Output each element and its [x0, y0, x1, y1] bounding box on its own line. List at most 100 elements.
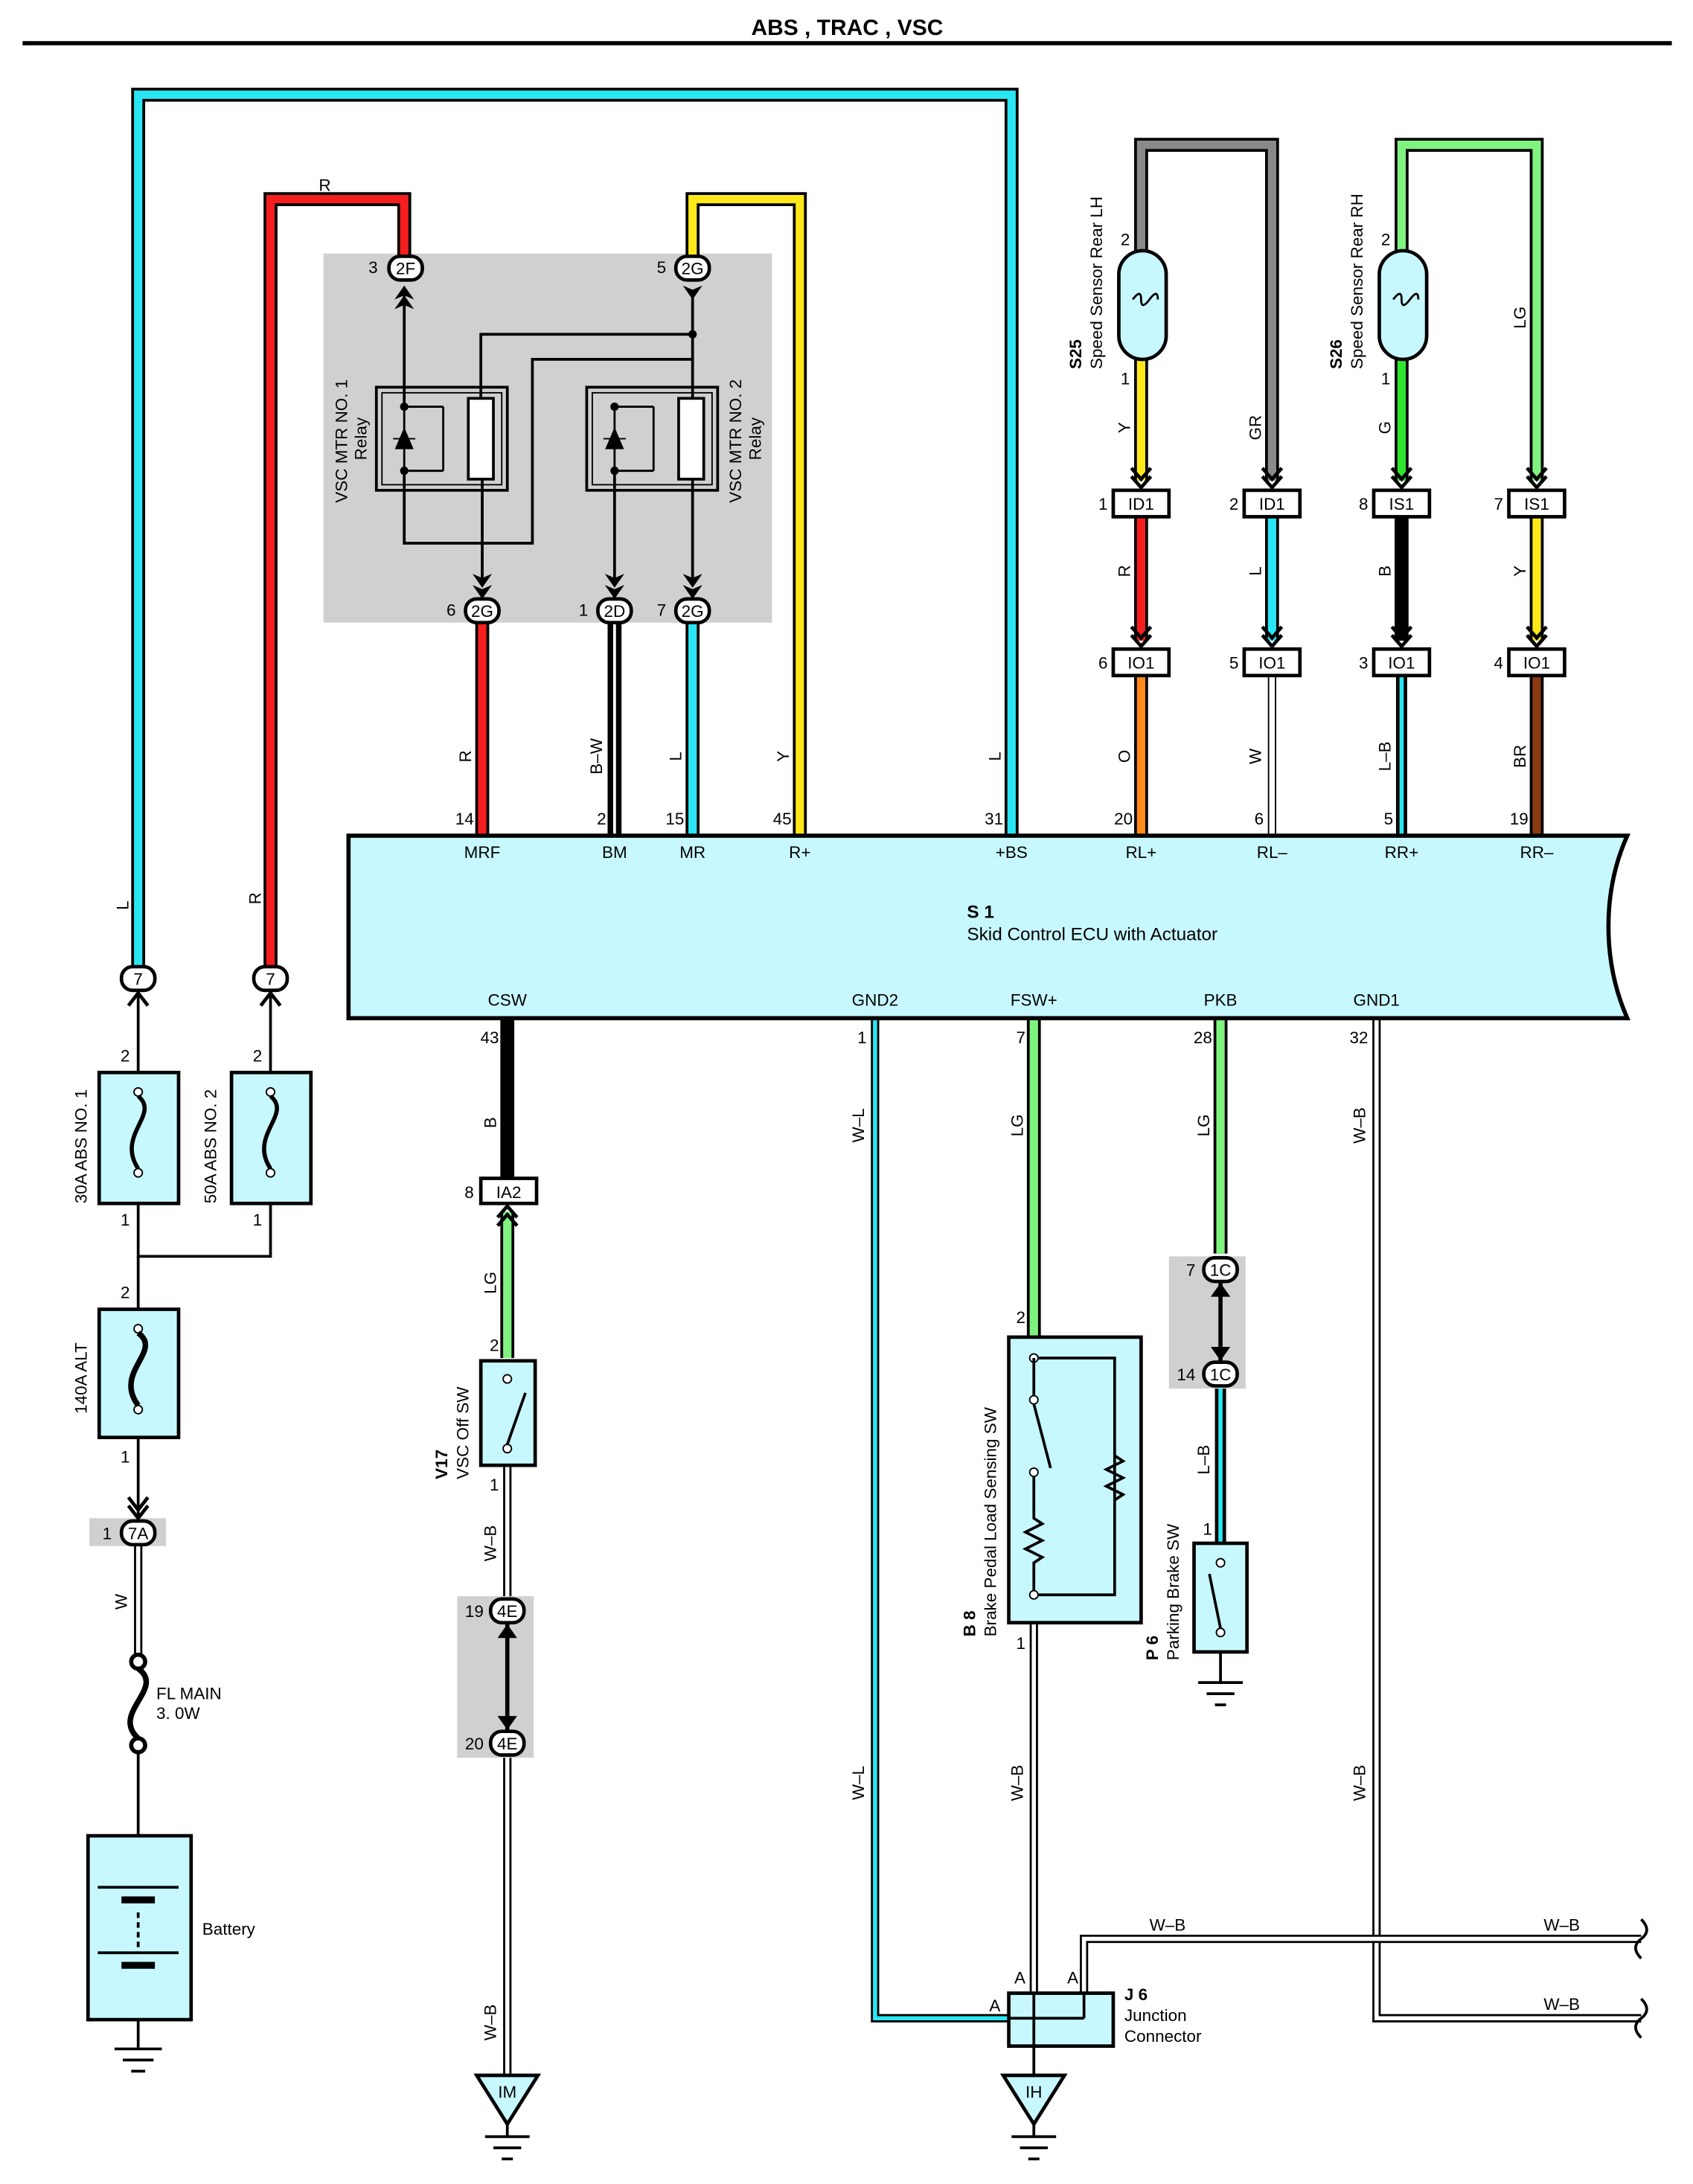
svg-text:1C: 1C — [1210, 1365, 1232, 1384]
connector-id1-1: ID1 1 — [1098, 467, 1171, 519]
svg-text:8: 8 — [464, 1183, 474, 1202]
sensor-s26: 2 1 S26 Speed Sensor Rear RH — [1327, 193, 1429, 388]
svg-text:Parking Brake SW: Parking Brake SW — [1164, 1523, 1182, 1660]
svg-text:7: 7 — [133, 970, 143, 988]
svg-text:W–B: W–B — [1150, 1915, 1186, 1934]
svg-text:S25: S25 — [1066, 339, 1085, 369]
ecu-code: S 1 — [967, 903, 994, 923]
svg-text:A: A — [1067, 1968, 1078, 1987]
pin-num: 15 — [665, 810, 684, 828]
connector-2g-5: 5 2G — [657, 254, 711, 282]
svg-text:Brake Pedal Load Sensing SW: Brake Pedal Load Sensing SW — [982, 1406, 1000, 1636]
pin-signal: CSW — [488, 990, 528, 1009]
relay-internal-wiring — [403, 292, 694, 586]
ecu-top-pin-rlminus: 6 RL– — [1255, 810, 1288, 862]
svg-text:2G: 2G — [471, 602, 493, 621]
svg-text:P 6: P 6 — [1143, 1636, 1162, 1660]
svg-text:L–B: L–B — [1194, 1445, 1213, 1475]
svg-text:O: O — [1115, 750, 1133, 763]
svg-text:3: 3 — [1359, 653, 1369, 672]
svg-text:B–W: B–W — [587, 737, 606, 774]
connector-1c: 1C 7 1C 14 — [1168, 1255, 1246, 1389]
svg-text:1: 1 — [490, 1476, 499, 1494]
fuse-140a: 2 1 140A ALT — [71, 1284, 181, 1466]
svg-text:R: R — [246, 892, 264, 904]
connector-2f: 3 2F — [368, 254, 424, 282]
pin-num: 43 — [480, 1028, 499, 1047]
pin-num: 45 — [773, 810, 792, 828]
pin-signal: GND2 — [852, 990, 898, 1009]
svg-text:2G: 2G — [682, 602, 704, 621]
svg-text:7A: 7A — [128, 1524, 148, 1543]
wire-j6-wb — [1080, 1934, 1642, 1994]
connector-2d: 1 2D — [579, 597, 633, 625]
svg-text:IO1: IO1 — [1258, 653, 1285, 672]
svg-text:Junction Connector: Junction Connector — [1124, 2006, 1202, 2046]
svg-text:FL MAIN 3. 0W: FL MAIN 3. 0W — [156, 1685, 226, 1723]
relay-junction-dot — [688, 330, 697, 339]
svg-text:B: B — [481, 1117, 500, 1128]
pin-num: 19 — [1510, 810, 1529, 828]
connector-7-left: 7 — [119, 964, 157, 1007]
svg-text:W–B: W–B — [1543, 1995, 1580, 2014]
svg-text:2F: 2F — [396, 260, 415, 278]
svg-text:2: 2 — [253, 1046, 263, 1065]
pin-num: 32 — [1350, 1028, 1369, 1047]
svg-text:GR: GR — [1246, 415, 1264, 441]
pin-num: 1 — [857, 1028, 867, 1047]
ecu-top-pin-rplus: 45 R+ — [773, 810, 811, 862]
svg-text:L–B: L–B — [1375, 741, 1394, 771]
svg-text:R: R — [319, 176, 330, 194]
pin-signal: RR+ — [1385, 843, 1419, 862]
ground-ih: IH — [999, 2073, 1068, 2161]
pin-signal: R+ — [789, 843, 810, 862]
battery: Battery — [86, 1834, 256, 2022]
svg-text:Speed Sensor Rear LH: Speed Sensor Rear LH — [1087, 196, 1106, 369]
ecu-top-pin-mr: 15 MR — [665, 810, 705, 862]
svg-text:4: 4 — [1494, 653, 1503, 672]
svg-text:W–L: W–L — [849, 1108, 868, 1142]
pin-num: 14 — [455, 810, 474, 828]
svg-text:2: 2 — [121, 1284, 130, 1302]
connector-io1-6: IO1 6 — [1098, 625, 1171, 678]
svg-text:14: 14 — [1177, 1365, 1195, 1384]
pin-num: 28 — [1194, 1028, 1212, 1047]
svg-text:BR: BR — [1511, 745, 1529, 768]
svg-text:B: B — [1375, 566, 1394, 577]
svg-text:Y: Y — [1511, 566, 1529, 577]
svg-text:1: 1 — [1098, 495, 1108, 513]
svg-text:LG: LG — [1511, 307, 1529, 329]
relay1-label: VSC MTR NO. 1 Relay — [332, 375, 370, 503]
svg-text:7: 7 — [1494, 495, 1503, 513]
switch-b8: 2 1 B 8 Brake Pedal Load Sensing SW — [961, 1308, 1143, 1653]
svg-text:W–B: W–B — [481, 2005, 500, 2041]
svg-text:4E: 4E — [497, 1735, 517, 1753]
wire-cyan-main-fill — [134, 90, 1016, 971]
svg-text:ID1: ID1 — [1259, 495, 1285, 513]
ecu-body — [346, 833, 1630, 1021]
svg-text:Speed Sensor Rear RH: Speed Sensor Rear RH — [1348, 193, 1366, 369]
ecu-bottom-pin-fsw: FSW+ 7 — [1011, 990, 1057, 1047]
wire-gnd1-wb — [1372, 1018, 1642, 2023]
ecu-top-pin-rrplus: 5 RR+ — [1384, 810, 1419, 862]
connector-2g-6: 6 2G — [447, 597, 501, 625]
svg-text:W: W — [1246, 748, 1264, 764]
svg-text:IA2: IA2 — [496, 1183, 522, 1202]
pin-num: 7 — [1017, 1028, 1026, 1047]
svg-text:2G: 2G — [682, 260, 704, 278]
wire-break-2 — [1634, 1997, 1648, 2039]
svg-text:2: 2 — [1381, 230, 1391, 249]
wire-fuse-join — [136, 1203, 272, 1258]
pin-num: 2 — [597, 810, 606, 828]
pin-num: 6 — [1255, 810, 1264, 828]
connector-id1-2: ID1 2 — [1229, 467, 1302, 519]
svg-text:VSC Off SW: VSC Off SW — [453, 1386, 472, 1479]
ecu-bottom-pin-gnd1: GND1 32 — [1350, 990, 1400, 1047]
svg-text:ID1: ID1 — [1128, 495, 1154, 513]
svg-text:W–L: W–L — [849, 1766, 868, 1800]
wire-gray-s25-fill — [1136, 141, 1276, 481]
connector-io1-4: IO1 4 — [1494, 625, 1566, 678]
svg-text:W–B: W–B — [1351, 1107, 1369, 1144]
svg-text:IO1: IO1 — [1388, 653, 1415, 672]
